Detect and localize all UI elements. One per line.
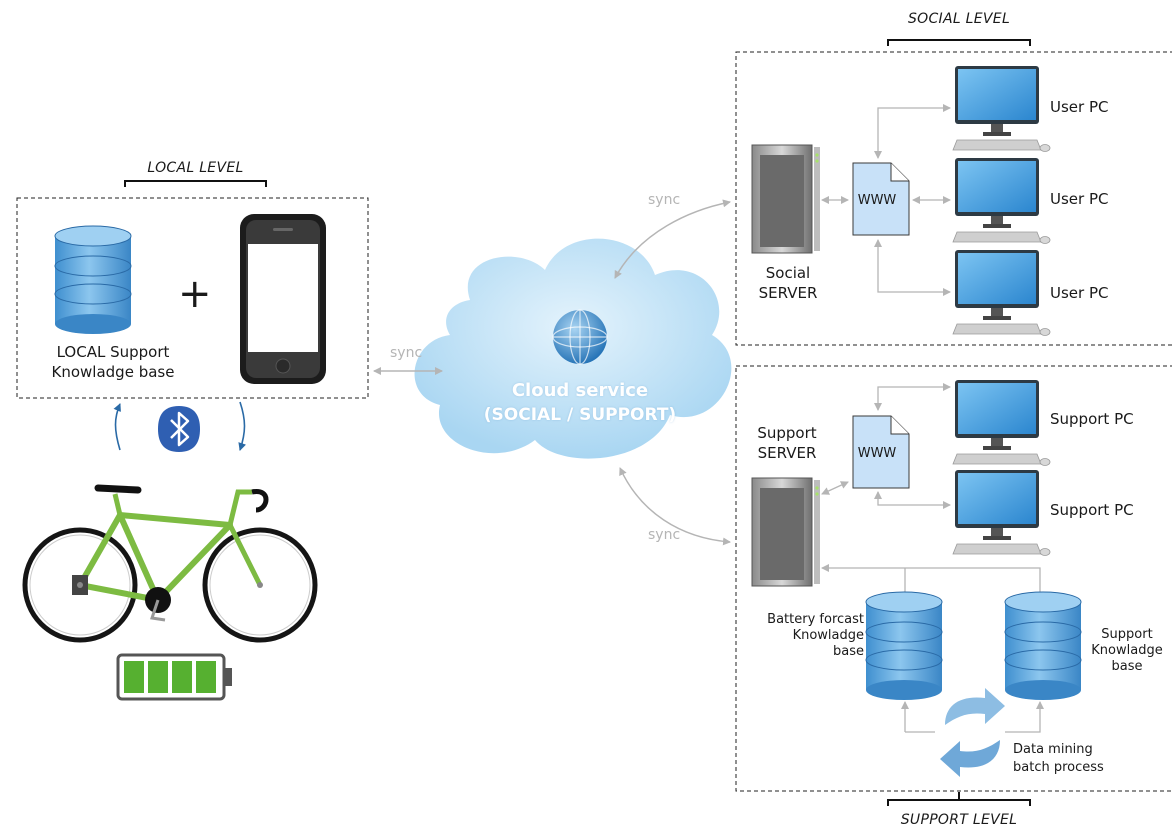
plus-sign: + <box>178 271 212 317</box>
support-connectors <box>821 383 1044 733</box>
cloud-service-subtitle: (SOCIAL / SUPPORT) <box>483 405 677 425</box>
sync-arrow-cloud-social <box>614 199 731 279</box>
local-level-label: LOCAL LEVEL <box>147 160 244 176</box>
support-level-box <box>735 365 1172 792</box>
sync-arrow-cloud-support <box>619 467 731 546</box>
local-kb-label-line1: LOCAL Support <box>56 343 170 361</box>
social-user-pc-1-icon <box>952 65 1051 152</box>
support-level-label: SUPPORT LEVEL <box>900 812 1018 828</box>
smartphone-icon <box>240 214 326 384</box>
social-user-pc-3-icon <box>952 249 1051 336</box>
social-server-label-line1: Social <box>765 264 811 282</box>
social-user-pc-2-label: User PC <box>1050 190 1109 208</box>
support-database-icon <box>1004 591 1082 701</box>
sync-label-local: sync <box>390 345 423 361</box>
support-kb-label-line1: Support <box>1101 627 1153 642</box>
cloud-service-title: Cloud service <box>511 380 649 401</box>
support-server-label-line1: Support <box>757 424 817 442</box>
social-connectors <box>821 104 951 296</box>
bicycle-icon <box>22 484 318 643</box>
bluetooth-icon <box>158 406 200 452</box>
support-server-icon <box>751 477 821 587</box>
sync-label-support: sync <box>648 527 681 543</box>
arrow-up-to-local <box>113 403 121 451</box>
support-www-label: WWW <box>857 446 897 461</box>
support-kb-label-line2: Knowladge <box>1091 643 1163 658</box>
support-kb-label-line3: base <box>1111 659 1143 674</box>
social-server-icon <box>751 144 821 254</box>
local-level-bracket <box>124 180 267 187</box>
support-pc-1-label: Support PC <box>1050 410 1134 428</box>
battery-kb-label-line2: Knowladge <box>792 628 864 643</box>
social-server-label-line2: SERVER <box>758 284 818 302</box>
social-level-box <box>735 51 1172 346</box>
social-user-pc-2-icon <box>952 157 1051 244</box>
globe-icon <box>552 309 608 365</box>
battery-kb-label-line3: base <box>833 644 864 659</box>
arrow-down-to-bike <box>238 401 247 451</box>
sync-label-social: sync <box>648 192 681 208</box>
data-mining-label-line1: Data mining <box>1013 742 1093 757</box>
local-kb-label-line2: Knowladge base <box>51 363 175 381</box>
social-user-pc-1-label: User PC <box>1050 98 1109 116</box>
support-pc-1-icon <box>952 379 1051 466</box>
data-mining-label-line2: batch process <box>1013 760 1104 775</box>
support-pc-2-icon <box>952 469 1051 556</box>
battery-icon <box>116 653 232 701</box>
social-level-bracket <box>887 39 1031 46</box>
battery-forecast-database-icon <box>865 591 943 701</box>
support-pc-2-label: Support PC <box>1050 501 1134 519</box>
social-level-label: SOCIAL LEVEL <box>907 11 1011 27</box>
support-server-label-line2: SERVER <box>757 444 817 462</box>
support-level-bracket <box>887 792 1031 806</box>
local-level-box <box>16 197 369 399</box>
social-user-pc-3-label: User PC <box>1050 284 1109 302</box>
data-mining-cycle-icon <box>940 688 1005 777</box>
local-database-icon <box>54 225 132 335</box>
battery-kb-label-line1: Battery forcast <box>767 612 864 627</box>
social-www-label: WWW <box>857 193 897 208</box>
